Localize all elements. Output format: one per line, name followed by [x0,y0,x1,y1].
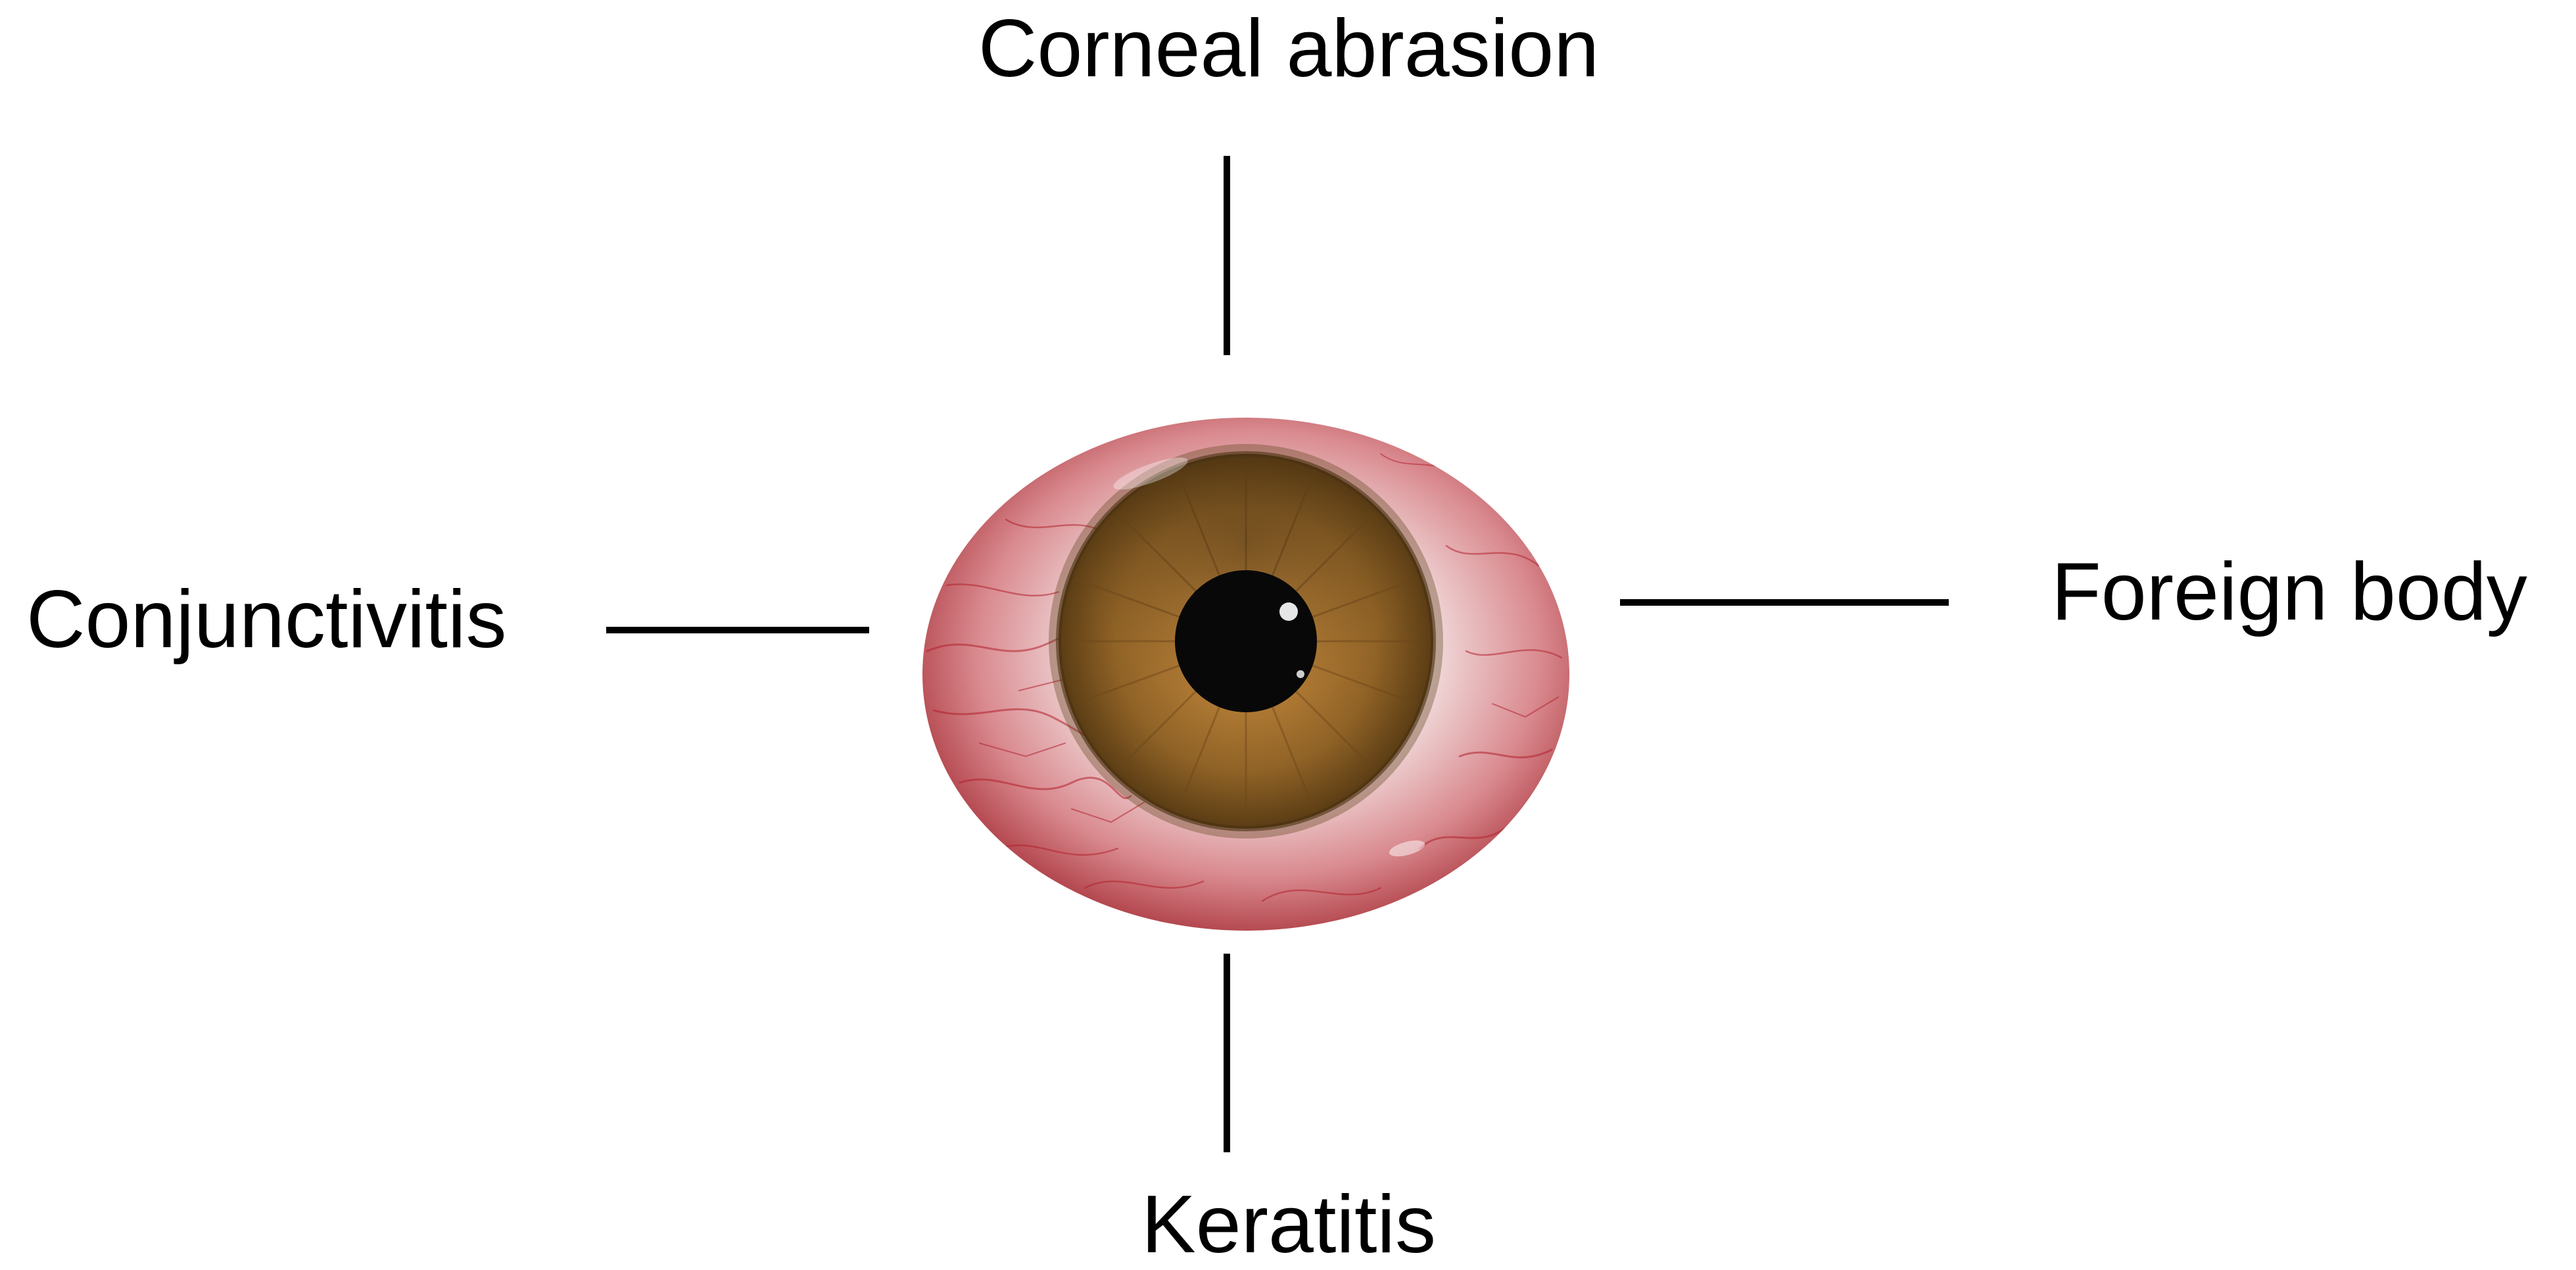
connector-left [606,627,869,633]
label-corneal-abrasion: Corneal abrasion [978,8,1599,89]
label-foreign-body: Foreign body [2051,551,2527,633]
label-conjunctivitis: Conjunctivitis [26,579,507,660]
connector-bottom [1224,954,1230,1152]
label-keratitis: Keratitis [1141,1184,1436,1265]
connector-right [1620,599,1949,606]
bloodshot-eye-icon [920,414,1571,934]
connector-top [1224,156,1230,355]
